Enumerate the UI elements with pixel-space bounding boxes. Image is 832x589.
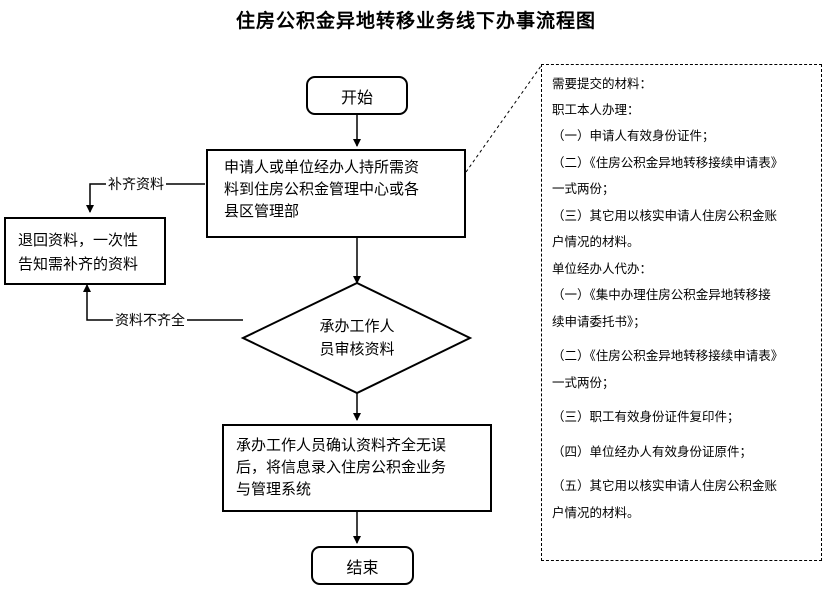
incomplete-label: 资料不齐全: [113, 310, 187, 330]
return-node: 退回资料，一次性 告知需补齐的资料: [4, 217, 166, 285]
employee-item: （一）申请人有效身份证件；: [552, 128, 715, 143]
arrow-review-to-return: [83, 284, 243, 321]
unit-item: （五）其它用以核实申请人住房公积金账: [552, 478, 778, 493]
confirm-line-1: 承办工作人员确认资料齐全无误: [236, 436, 447, 454]
materials-callout-line: [465, 65, 542, 173]
unit-item: 户情况的材料。: [552, 504, 640, 520]
apply-line-3: 县区管理部: [224, 202, 300, 220]
employee-item: 户情况的材料。: [552, 234, 640, 249]
return-line-2: 告知需补齐的资料: [18, 255, 139, 273]
start-label: 开始: [340, 87, 373, 107]
unit-heading: 单位经办人代办：: [552, 260, 653, 276]
return-line-1: 退回资料，一次性: [18, 231, 139, 249]
review-line-1: 承办工作人: [319, 317, 395, 335]
unit-item: 一式两份；: [552, 374, 615, 390]
review-diamond: [240, 281, 473, 395]
end-label: 结束: [346, 557, 379, 577]
unit-item: （二）《住房公积金异地转移接续申请表》: [552, 348, 784, 363]
apply-line-2: 料到住房公积金管理中心或各: [224, 180, 420, 198]
review-node-text: 承办工作人 员审核资料: [297, 315, 417, 361]
unit-item: （四）单位经办人有效身份证原件；: [552, 443, 753, 459]
review-line-2: 员审核资料: [319, 340, 395, 358]
employee-heading: 职工本人办理：: [552, 102, 640, 117]
confirm-line-3: 与管理系统: [236, 480, 312, 498]
employee-item: （三）其它用以核实申请人住房公积金账: [552, 207, 778, 223]
apply-line-1: 申请人或单位经办人持所需资: [224, 158, 420, 176]
arrow-return-to-apply: [86, 183, 205, 213]
start-node: 开始: [306, 76, 408, 115]
unit-item: （一）《集中办理住房公积金异地转移接: [552, 287, 771, 302]
unit-item: （三）职工有效身份证件复印件；: [552, 409, 740, 424]
diagram-title: 住房公积金异地转移业务线下办事流程图: [235, 10, 596, 32]
end-node: 结束: [311, 546, 414, 585]
materials-heading: 需要提交的材料：: [552, 76, 653, 91]
apply-node: 申请人或单位经办人持所需资 料到住房公积金管理中心或各 县区管理部: [206, 149, 466, 238]
confirm-node: 承办工作人员确认资料齐全无误 后，将信息录入住房公积金业务 与管理系统: [222, 424, 492, 512]
supplement-label: 补齐资料: [106, 174, 166, 194]
unit-item: 续申请委托书》；: [552, 313, 646, 329]
employee-item: （二）《住房公积金异地转移接续申请表》: [552, 154, 784, 170]
employee-item: 一式两份；: [552, 181, 615, 196]
materials-note: 需要提交的材料： 职工本人办理： （一）申请人有效身份证件； （二）《住房公积金…: [541, 64, 822, 561]
confirm-line-2: 后，将信息录入住房公积金业务: [236, 458, 447, 476]
